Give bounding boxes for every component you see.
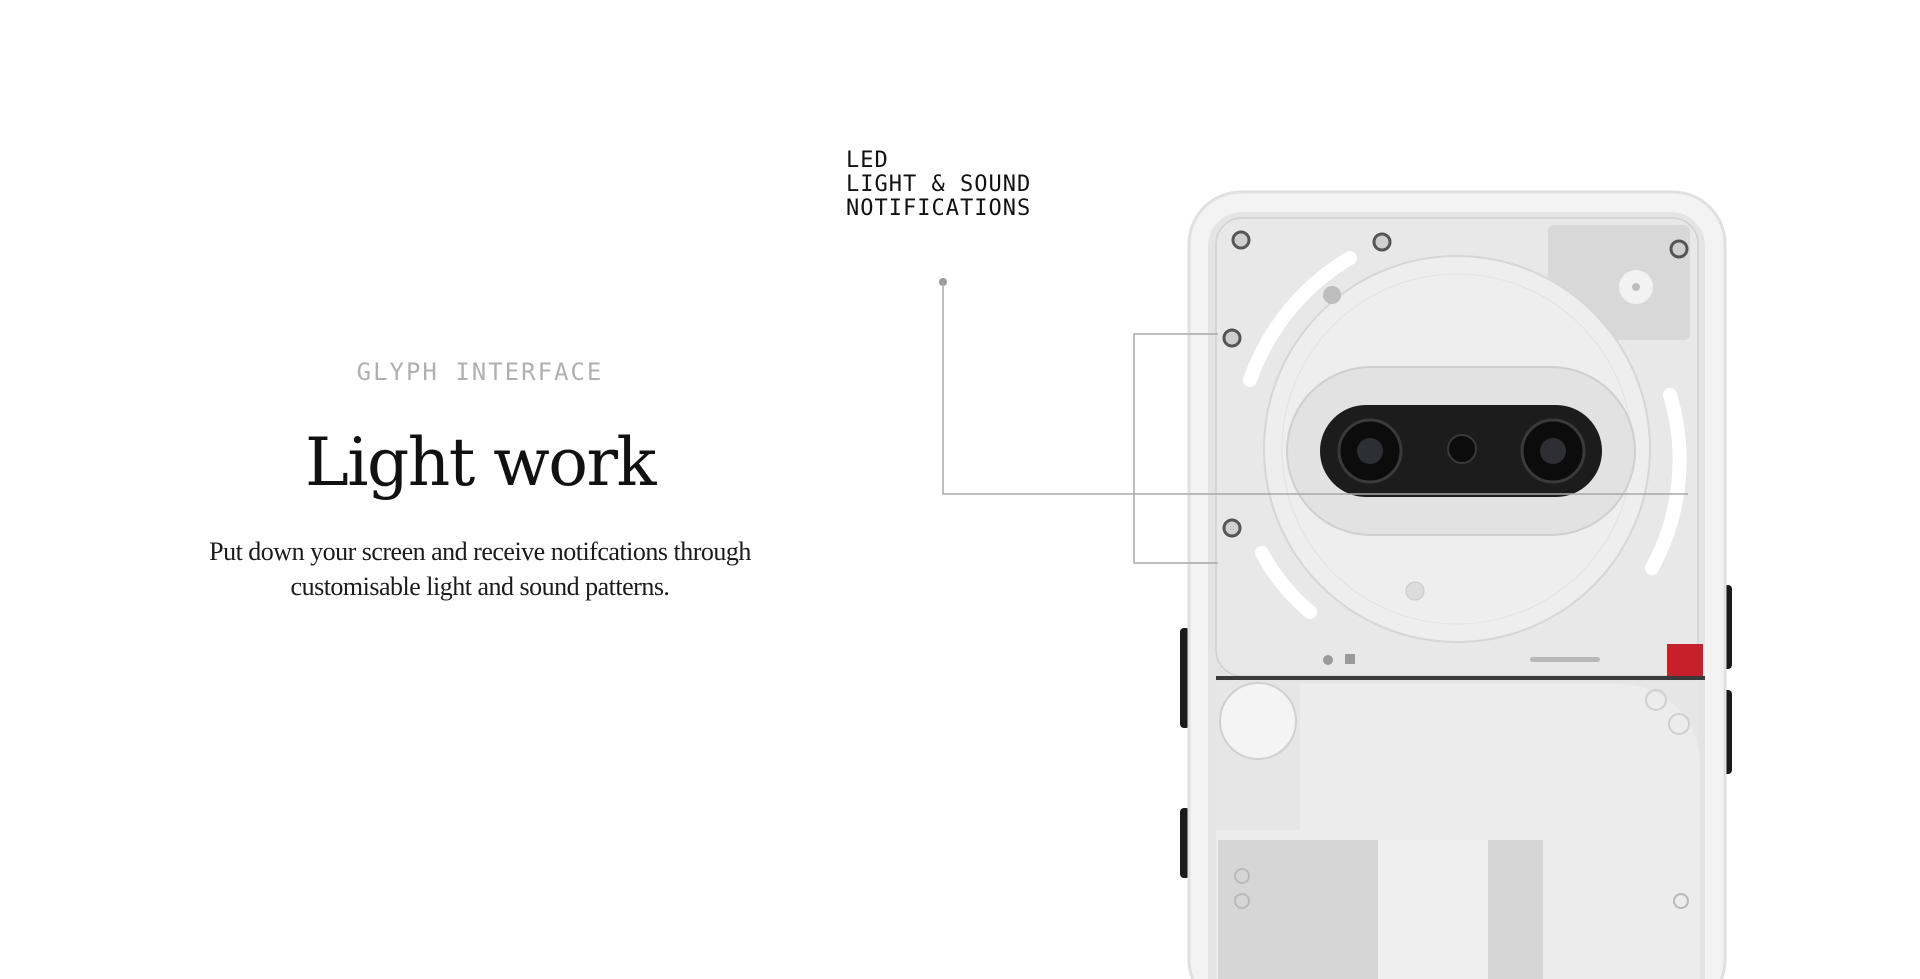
camera-lens-center: [1357, 438, 1383, 464]
section-headline: Light work: [305, 424, 656, 501]
small-hole-icon: [1323, 655, 1333, 665]
disc-bottom-dot: [1405, 581, 1425, 601]
screw-icon: [1669, 239, 1689, 259]
small-ring-icon: [1234, 868, 1250, 884]
lower-right-block: [1488, 840, 1543, 979]
section-description: Put down your screen and receive notifca…: [150, 534, 810, 604]
screw-icon: [1231, 230, 1251, 250]
disc-screw-dot: [1323, 286, 1341, 304]
callout-leader-line: [942, 282, 1688, 495]
description-line-2: customisable light and sound patterns.: [290, 572, 670, 601]
callout-bracket-line: [1133, 333, 1218, 564]
callout-line-3: NOTIFICATIONS: [846, 196, 1032, 221]
glyph-led-arc-bottom-left: [1255, 546, 1317, 619]
small-ring-icon: [1234, 893, 1250, 909]
led-callout-label: LED LIGHT & SOUND NOTIFICATIONS: [846, 149, 1031, 221]
feature-text-block: GLYPH INTERFACE Light work Put down your…: [150, 360, 810, 604]
lower-left-block: [1218, 840, 1378, 979]
small-ring-icon: [1668, 713, 1690, 735]
screw-icon: [1222, 328, 1242, 348]
glyph-led-arc-right: [1645, 388, 1687, 575]
description-line-1: Put down your screen and receive notifca…: [209, 537, 751, 566]
screw-icon: [1372, 232, 1392, 252]
wireless-charging-disc: [1219, 682, 1297, 760]
small-ring-icon: [1645, 689, 1667, 711]
camera-lens-center: [1540, 438, 1566, 464]
callout-line-2: LIGHT & SOUND: [846, 172, 1032, 197]
callout-line-1: LED: [846, 148, 889, 173]
lower-center-block: [1378, 840, 1488, 979]
section-eyebrow: GLYPH INTERFACE: [356, 358, 604, 386]
disc-slot: [1530, 657, 1600, 662]
red-accent-block: [1667, 644, 1703, 679]
small-square-icon: [1345, 654, 1355, 664]
glyph-led-arc-top-left: [1243, 251, 1357, 387]
small-ring-icon: [1673, 893, 1689, 909]
phone-mic-dot: [1632, 283, 1640, 291]
phone-panel-divider: [1216, 676, 1705, 680]
screw-icon: [1222, 518, 1242, 538]
camera-flash-icon: [1447, 434, 1477, 464]
